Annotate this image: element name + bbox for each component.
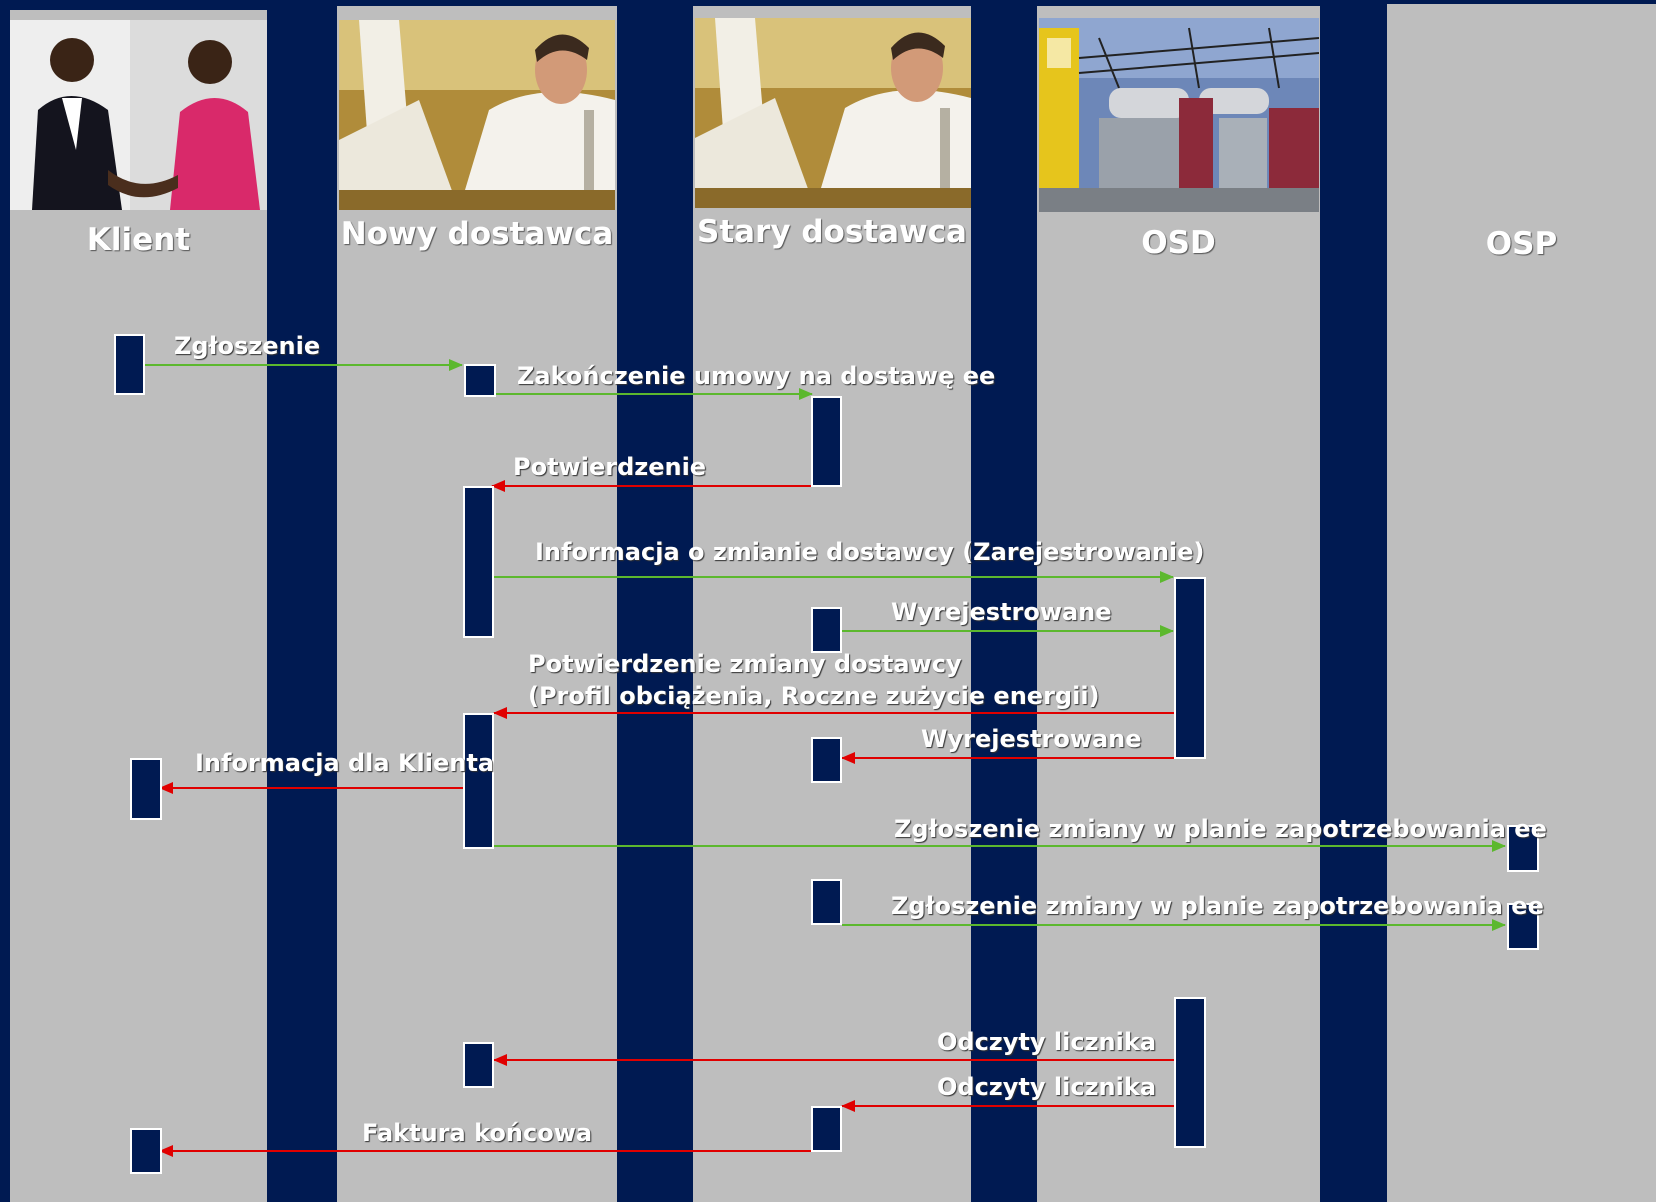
message-label-odczyty-2: Odczyty licznika [937,1073,1157,1101]
message-label-zgloszenie: Zgłoszenie [174,332,321,360]
activation-osd-1 [1174,577,1206,759]
message-label-informacja-dla-klienta: Informacja dla Klienta [195,749,495,777]
message-label-potwierdzenie-zmiany-1: Potwierdzenie zmiany dostawcy [528,650,962,678]
lane-osp [1387,4,1656,1202]
message-label-zgloszenie-zmiany-1: Zgłoszenie zmiany w planie zapotrzebowan… [894,815,1547,843]
activation-stary-4 [811,879,842,925]
activation-nowy-3 [463,713,494,849]
activation-klient-1 [114,334,145,395]
nowy-dostawca-businessman-photo [339,20,615,210]
osd-substation-photo [1039,18,1319,212]
lane-title-osp: OSP [1485,226,1558,262]
message-label-informacja-o-zmianie: Informacja o zmianie dostawcy (Zarejestr… [535,538,1205,566]
activation-klient-3 [130,1128,162,1174]
activation-osd-2 [1174,997,1206,1148]
activation-stary-2 [811,607,842,653]
message-label-potwierdzenie-zmiany-2: (Profil obciążenia, Roczne zużycie energ… [528,682,1100,710]
activation-klient-2 [130,758,162,820]
activation-nowy-1 [464,364,496,397]
message-label-potwierdzenie: Potwierdzenie [513,453,707,481]
activation-nowy-4 [463,1042,494,1088]
activation-nowy-2 [463,486,494,638]
message-label-wyrejestrowane-2: Wyrejestrowane [921,725,1142,753]
lane-title-osd: OSD [1141,225,1216,261]
message-label-faktura-koncowa: Faktura końcowa [362,1119,593,1147]
activation-osp-1 [1507,825,1539,872]
message-label-zgloszenie-zmiany-2: Zgłoszenie zmiany w planie zapotrzebowan… [891,892,1544,920]
lane-title-nowy-dostawca: Nowy dostawca [340,216,614,252]
lane-title-klient: Klient [86,222,191,258]
message-label-zakonczenie-umowy: Zakończenie umowy na dostawę ee [517,362,996,390]
activation-stary-5 [811,1106,842,1152]
activation-stary-1 [811,396,842,487]
stary-dostawca-businessman-photo [695,18,971,208]
klient-handshake-photo [10,20,267,210]
lane-title-stary-dostawca: Stary dostawca [697,214,967,250]
message-label-wyrejestrowane-1: Wyrejestrowane [891,598,1112,626]
activation-stary-3 [811,737,842,783]
activation-osp-2 [1507,903,1539,950]
message-label-odczyty-1: Odczyty licznika [937,1028,1157,1056]
